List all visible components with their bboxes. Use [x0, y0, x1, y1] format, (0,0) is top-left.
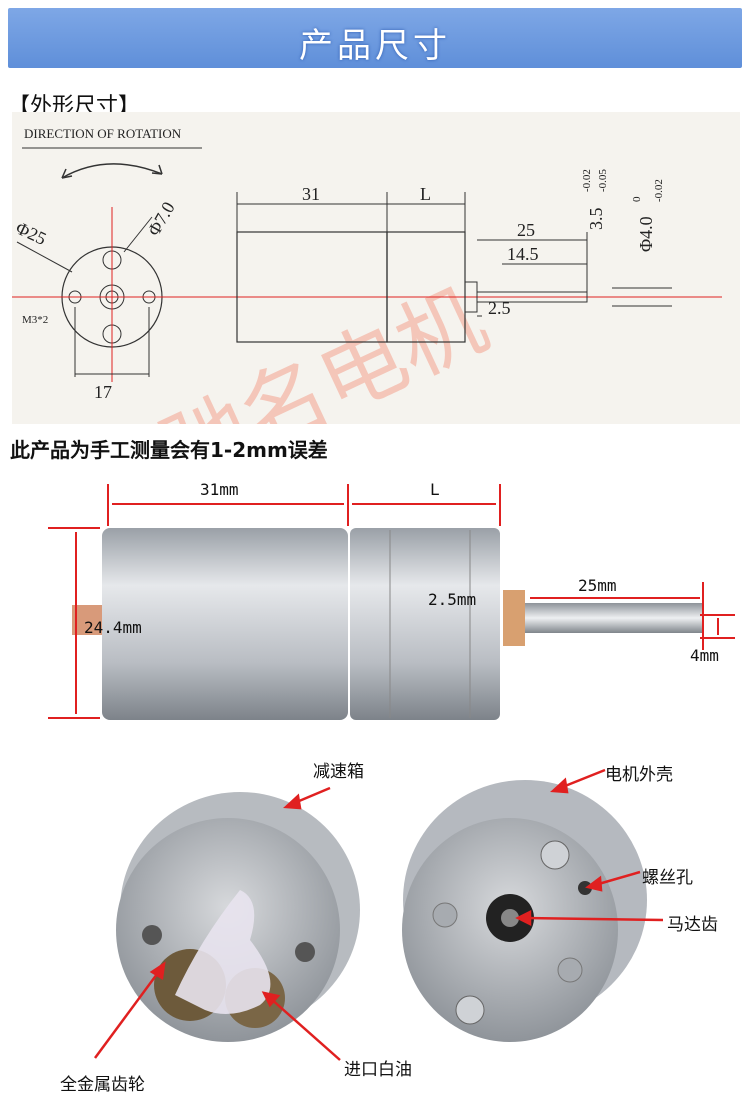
label-shaft-length: 25mm [578, 576, 617, 595]
dim-m3: M3*2 [22, 314, 48, 326]
rotation-label: DIRECTION OF ROTATION [24, 126, 182, 141]
callout-motor-gear: 马达齿 [667, 915, 718, 935]
dim-2-5: 2.5 [488, 298, 511, 318]
tol-40: Φ4.0 [636, 216, 656, 252]
motor-side-photo [48, 484, 735, 720]
measurement-note: 此产品为手工测量会有1-2mm误差 [10, 438, 328, 462]
banner-title: 产品尺寸 [299, 26, 451, 66]
dim-31: 31 [302, 184, 320, 204]
dim-17: 17 [94, 382, 112, 402]
tol-35: 3.5 [586, 208, 606, 231]
title-banner: 产品尺寸 [8, 8, 742, 68]
label-shaft-dia: 4mm [690, 646, 719, 665]
dim-25: 25 [517, 220, 535, 240]
tol-40-upper: 0 [631, 196, 643, 202]
label-31mm: 31mm [200, 480, 239, 499]
internal-photos [93, 768, 664, 1061]
label-gap: 2.5mm [428, 590, 477, 609]
callout-housing: 电机外壳 [605, 765, 673, 785]
label-L: L [430, 480, 440, 499]
dim-L: L [420, 184, 431, 204]
callout-gearbox: 减速箱 [313, 762, 364, 782]
tol-35-lower: -0.05 [597, 169, 609, 192]
label-diameter: 24.4mm [84, 618, 142, 637]
callout-screw-hole: 螺丝孔 [642, 868, 693, 888]
callout-grease: 进口白油 [344, 1060, 412, 1080]
tol-35-upper: -0.02 [581, 169, 593, 192]
tol-40-lower: -0.02 [653, 179, 665, 202]
technical-drawing: 驰名电机 DIRECTION OF ROTATION Φ25 Φ7.0 M3*2… [12, 112, 740, 424]
dim-14-5: 14.5 [507, 244, 539, 264]
callout-metal-gear: 全金属齿轮 [60, 1075, 145, 1095]
